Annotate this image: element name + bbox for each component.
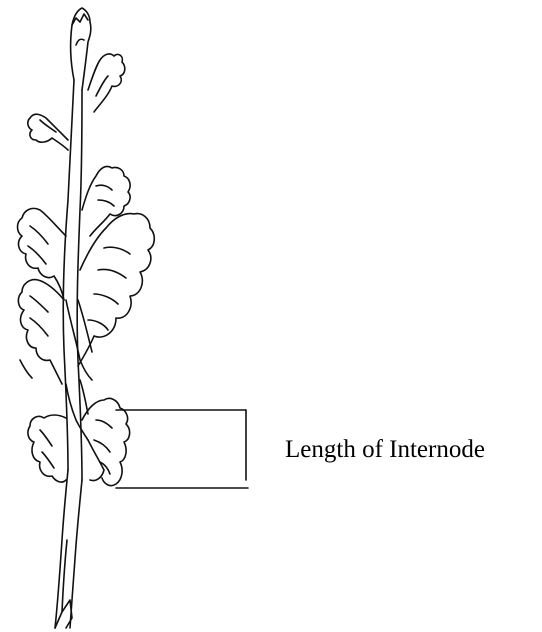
lower-bracts bbox=[66, 380, 104, 481]
flower-left-upper bbox=[18, 208, 67, 300]
flower-left-lower bbox=[28, 415, 66, 482]
internode-bracket bbox=[116, 410, 248, 488]
flower-right-upper bbox=[82, 166, 130, 236]
upper-bud-right bbox=[88, 54, 125, 112]
upper-bud-left bbox=[28, 114, 68, 150]
internode-length-label: Length of Internode bbox=[285, 437, 485, 462]
tip-bud bbox=[71, 8, 91, 90]
flower-left-middle bbox=[18, 280, 64, 384]
